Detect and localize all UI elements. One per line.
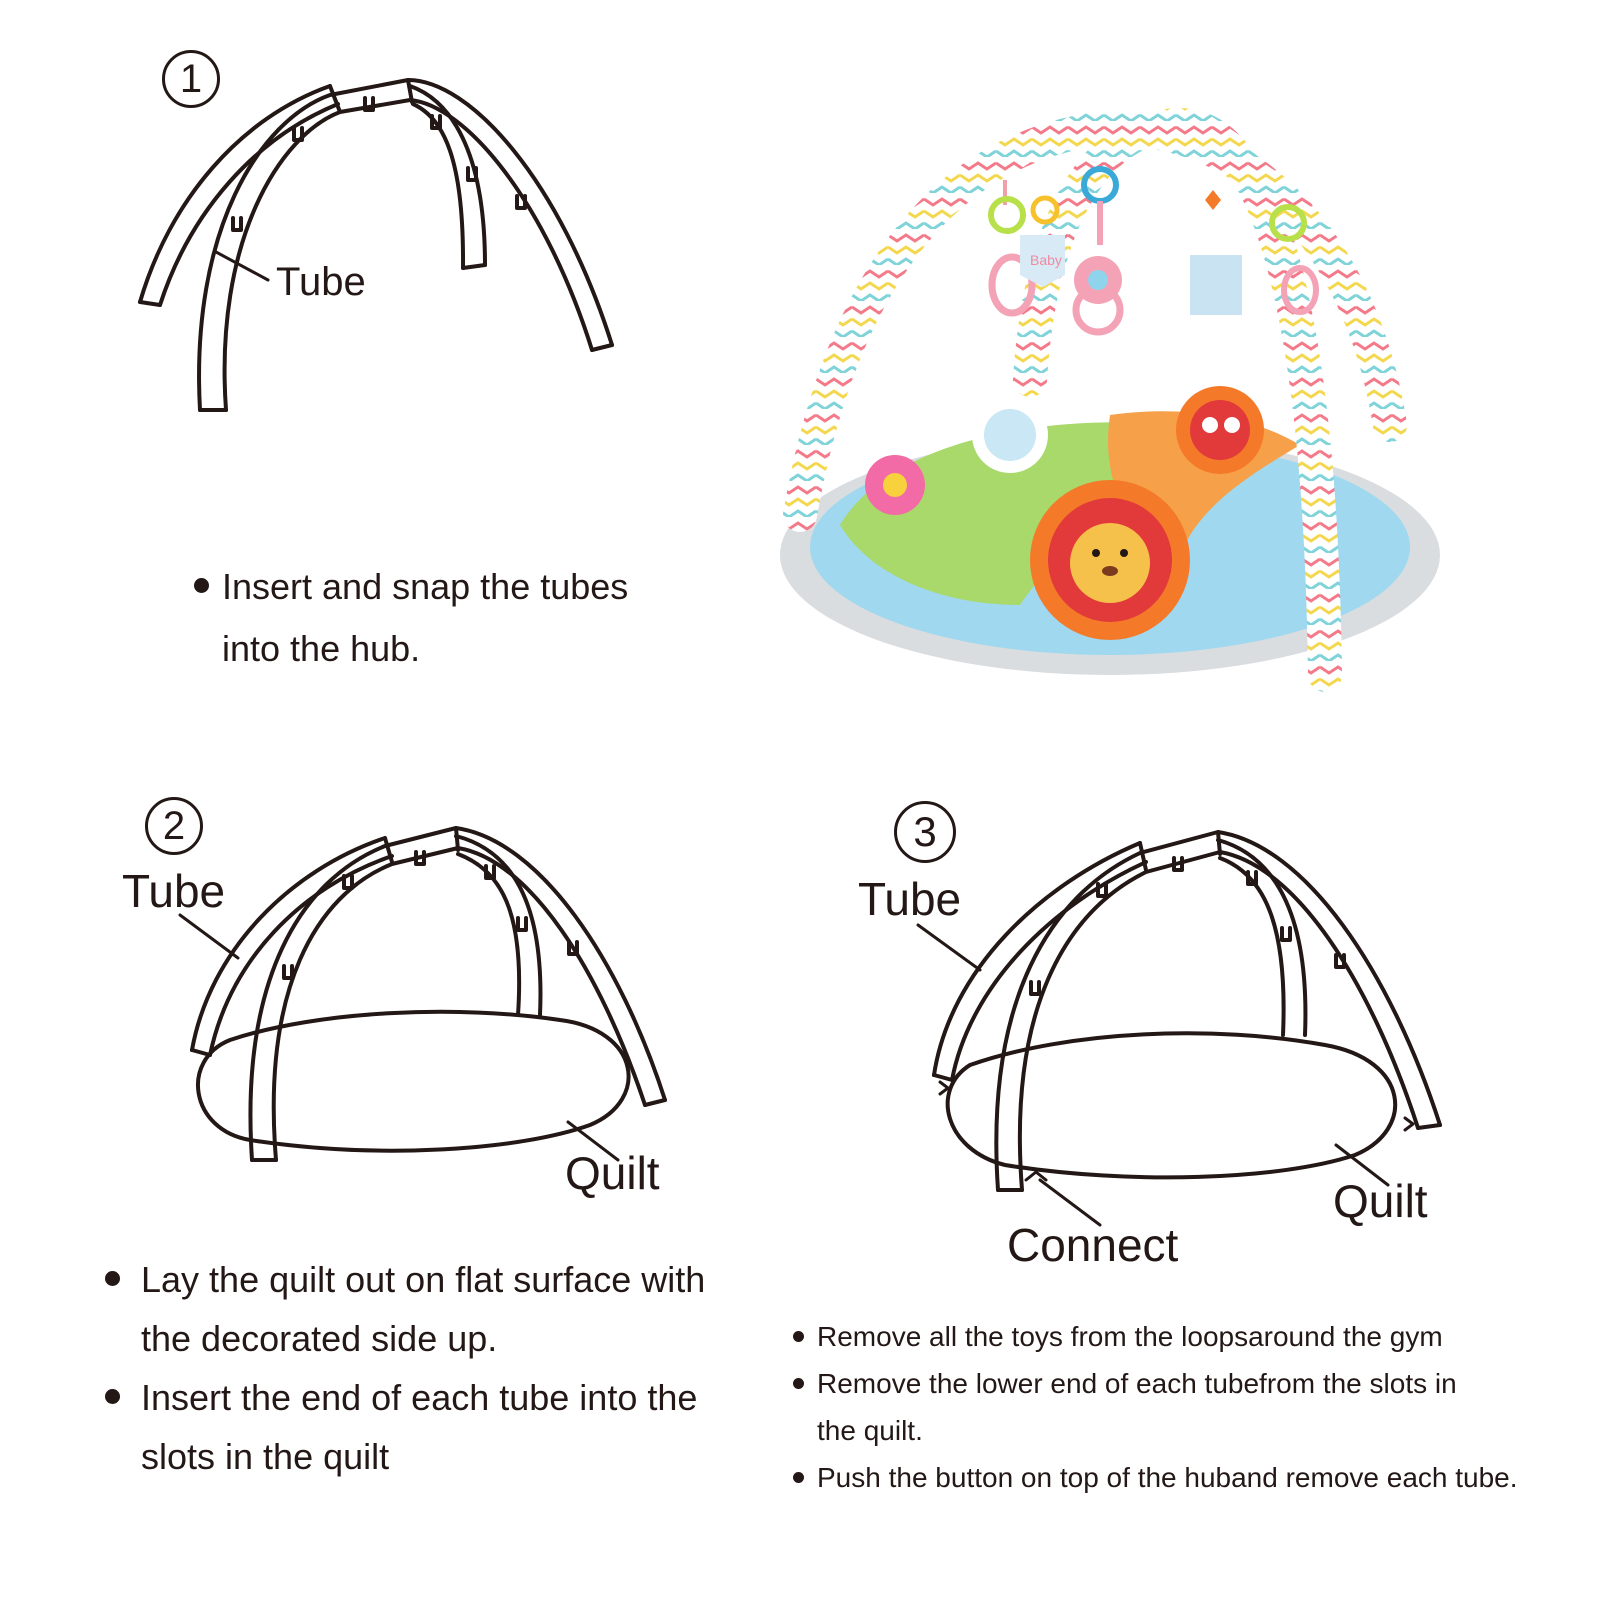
step-3-instructions: Remove all the toys from the loopsaround… (793, 1313, 1593, 1501)
step-2-quilt-label: Quilt (565, 1147, 660, 1199)
hanging-toys: Baby (988, 166, 1319, 336)
play-gym-photo: Baby (780, 85, 1460, 695)
step-3-instruction: Push the button on top of the huband rem… (793, 1454, 1593, 1501)
step-2-instruction: Insert the end of each tube into the slo… (105, 1368, 765, 1486)
step-3-number: 3 (894, 801, 956, 863)
play-gym-illustration: Baby (780, 107, 1440, 692)
step-2-tube-label: Tube (122, 865, 226, 917)
step-1-instructions: Insert and snap the tubes into the hub. (194, 556, 674, 680)
arch-front (1013, 107, 1342, 692)
arch-back (783, 111, 1407, 532)
step-1-number: 1 (162, 50, 220, 108)
step-2-instruction: Lay the quilt out on flat surface with t… (105, 1250, 765, 1368)
step-3-tube-label: Tube (858, 873, 962, 925)
step-3-instruction: Remove the lower end of each tubefrom th… (793, 1360, 1457, 1454)
toy-tag-text: Baby (1030, 252, 1062, 268)
step-2-number: 2 (145, 797, 203, 855)
step-1-instruction: Insert and snap the tubes into the hub. (194, 556, 674, 680)
step-3-instruction: Remove all the toys from the loopsaround… (793, 1313, 1593, 1360)
step-1-tube-label: Tube (276, 260, 366, 304)
step-2-instructions: Lay the quilt out on flat surface with t… (105, 1250, 765, 1486)
step-3-connect-label: Connect (1007, 1219, 1179, 1271)
step-3-quilt-label: Quilt (1333, 1175, 1428, 1227)
